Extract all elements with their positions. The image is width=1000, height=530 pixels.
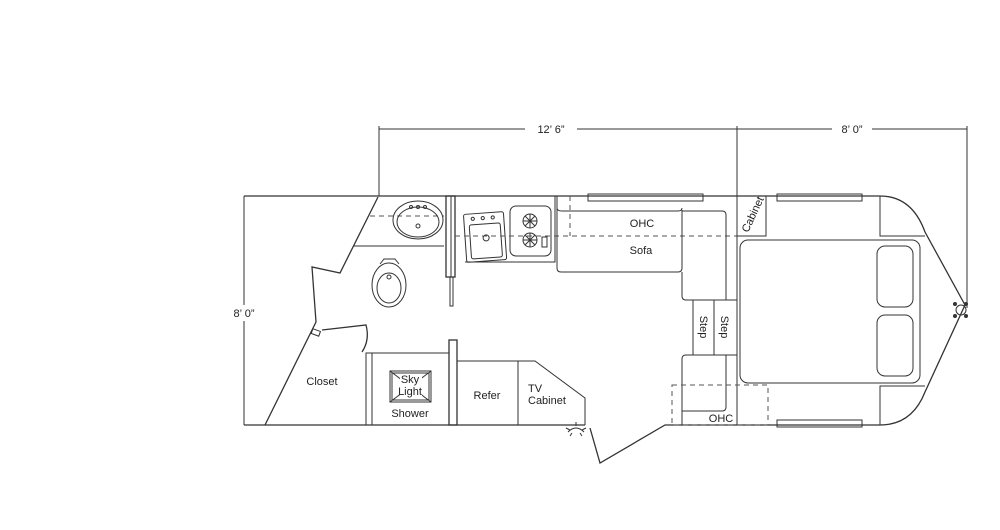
skylight-label-sky: Sky	[401, 374, 420, 386]
kitchen	[455, 195, 737, 263]
kitchen-sink-icon	[463, 211, 508, 263]
ohc-top-label: OHC	[630, 218, 655, 230]
pillow	[876, 245, 914, 308]
tv-label: TV	[528, 383, 543, 395]
shower-label: Shower	[391, 408, 429, 420]
porch-light-icon	[565, 422, 587, 437]
living-area	[556, 193, 769, 426]
bed	[739, 239, 921, 384]
bathroom	[353, 195, 456, 308]
hitch-icon	[953, 302, 968, 318]
bathroom-sink-icon	[392, 200, 444, 240]
rear-rooms	[365, 339, 587, 437]
window-top-right	[776, 193, 863, 202]
closet-label: Closet	[306, 376, 337, 388]
bedroom	[739, 193, 968, 428]
refer-label: Refer	[474, 390, 501, 402]
dimension-length-rear: 12’ 6”	[537, 124, 564, 136]
dimension-length-front: 8’ 0”	[842, 124, 863, 136]
stove-icon	[509, 205, 552, 257]
step-label-1: Step	[697, 316, 709, 339]
outer-walls	[244, 195, 966, 464]
window-bottom-right	[776, 419, 863, 428]
skylight-icon	[389, 370, 432, 403]
tv-cabinet-label: Cabinet	[528, 395, 566, 407]
cabinet-label: Cabinet	[740, 195, 767, 234]
sofa-label: Sofa	[630, 245, 654, 257]
pillow	[876, 314, 914, 377]
toilet-icon	[371, 258, 407, 308]
step-label-2: Step	[718, 316, 730, 339]
dimension-lines	[228, 122, 968, 425]
window-top-left	[587, 193, 704, 202]
dimension-width: 8’ 0”	[234, 308, 255, 320]
skylight-label-light: Light	[398, 386, 422, 398]
ohc-bottom-label: OHC	[709, 413, 734, 425]
cabinet	[736, 195, 767, 237]
